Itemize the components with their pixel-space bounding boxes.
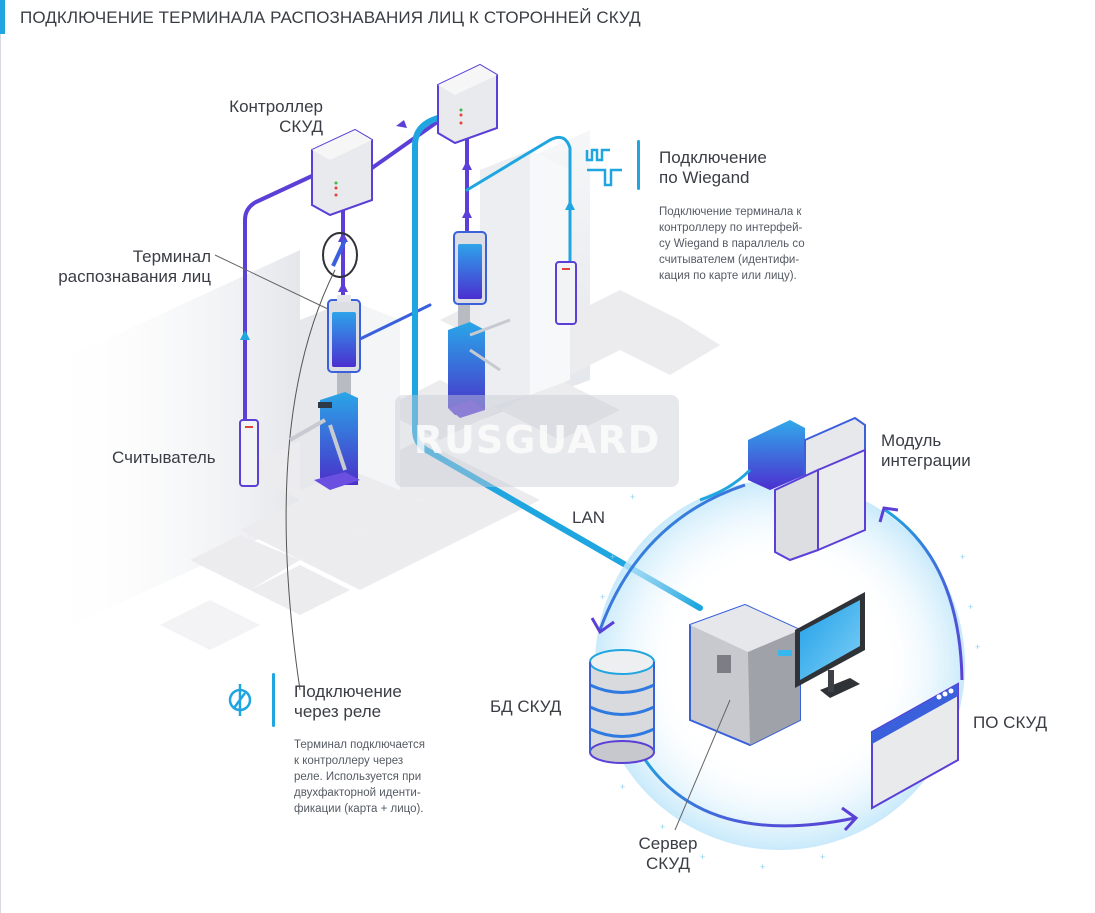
- controller-box-1: [311, 128, 373, 217]
- software-window: [871, 682, 959, 810]
- wiegand-description: Подключение терминала к контроллеру по и…: [659, 204, 819, 284]
- label-integration-line2: интеграции: [881, 451, 971, 470]
- wiegand-heading-line1: Подключение: [659, 148, 767, 167]
- svg-text:+: +: [610, 552, 615, 562]
- left-border: [0, 34, 1, 913]
- label-reader: Считыватель: [112, 448, 216, 467]
- label-server-line2: СКУД: [646, 854, 690, 873]
- svg-text:+: +: [630, 492, 635, 502]
- card-reader-2: [555, 261, 577, 325]
- relay-desc-line: фикации (карта + лицо).: [294, 803, 424, 815]
- watermark-text: RUSGUARD: [413, 418, 661, 462]
- svg-text:+: +: [975, 642, 980, 652]
- wiegand-divider: [637, 140, 640, 190]
- card-reader-1: [239, 419, 259, 487]
- label-controller-line1: Контроллер: [229, 97, 323, 116]
- wiegand-desc-line: считывателем (идентифи-: [659, 254, 800, 266]
- wiegand-desc-line: су Wiegand в параллель со: [659, 238, 805, 250]
- relay-heading-line1: Подключение: [294, 682, 402, 701]
- integration-module-puzzle: [699, 416, 866, 562]
- relay-desc-line: Терминал подключается: [294, 739, 425, 751]
- svg-text:+: +: [968, 602, 973, 612]
- page-title: ПОДКЛЮЧЕНИЕ ТЕРМИНАЛА РАСПОЗНАВАНИЯ ЛИЦ …: [20, 8, 641, 27]
- label-server: Сервер СКУД: [632, 834, 704, 874]
- server-tower: [689, 603, 801, 747]
- wiegand-signal-icon: [585, 148, 622, 187]
- label-controller: Контроллер СКУД: [200, 97, 323, 137]
- svg-text:+: +: [660, 822, 665, 832]
- relay-callout: [214, 232, 358, 691]
- label-software: ПО СКУД: [973, 713, 1048, 732]
- controller-wiring: [240, 115, 703, 611]
- label-server-line1: Сервер: [638, 834, 698, 853]
- label-terminal: Терминал распознавания лиц: [20, 247, 211, 287]
- monitor: [795, 592, 865, 698]
- title-accent-bar: [0, 0, 5, 34]
- relay-divider: [272, 673, 275, 727]
- wiegand-heading: Подключение по Wiegand: [659, 148, 767, 188]
- database-cylinder: [589, 649, 655, 764]
- svg-text:+: +: [820, 852, 825, 862]
- turnstile-2: [448, 300, 511, 418]
- wiegand-desc-line: контроллеру по интерфей-: [659, 222, 803, 234]
- relay-heading-line2: через реле: [294, 702, 382, 721]
- turnstile-1: [289, 370, 360, 490]
- relay-icon: [228, 684, 252, 716]
- relay-heading: Подключение через реле: [294, 682, 402, 722]
- label-lan: LAN: [572, 508, 606, 527]
- svg-text:+: +: [700, 852, 705, 862]
- wiegand-heading-line2: по Wiegand: [659, 168, 750, 187]
- server-leader-line: [674, 699, 731, 831]
- label-controller-line2: СКУД: [279, 117, 323, 136]
- wiegand-desc-line: кация по карте или лицу).: [659, 270, 797, 282]
- relay-desc-line: к контроллеру через: [294, 755, 404, 767]
- relay-desc-line: реле. Используется при: [294, 771, 422, 783]
- label-integration-line1: Модуль: [881, 431, 942, 450]
- svg-text:+: +: [600, 592, 605, 602]
- svg-text:+: +: [760, 862, 765, 872]
- label-integration-module: Модуль интеграции: [881, 431, 971, 471]
- face-terminal-2: [453, 231, 487, 305]
- watermark-panel: [395, 395, 679, 487]
- svg-text:+: +: [960, 552, 965, 562]
- label-terminal-line1: Терминал: [132, 247, 211, 266]
- controller-box-2: [437, 63, 498, 145]
- wiegand-desc-line: Подключение терминала к: [659, 206, 802, 218]
- relay-desc-line: двухфакторной иденти-: [294, 787, 421, 799]
- label-terminal-line2: распознавания лиц: [58, 267, 211, 286]
- relay-description: Терминал подключается к контроллеру чере…: [294, 737, 454, 817]
- svg-text:+: +: [620, 782, 625, 792]
- label-database: БД СКУД: [490, 697, 562, 716]
- face-terminal-1: [327, 295, 361, 373]
